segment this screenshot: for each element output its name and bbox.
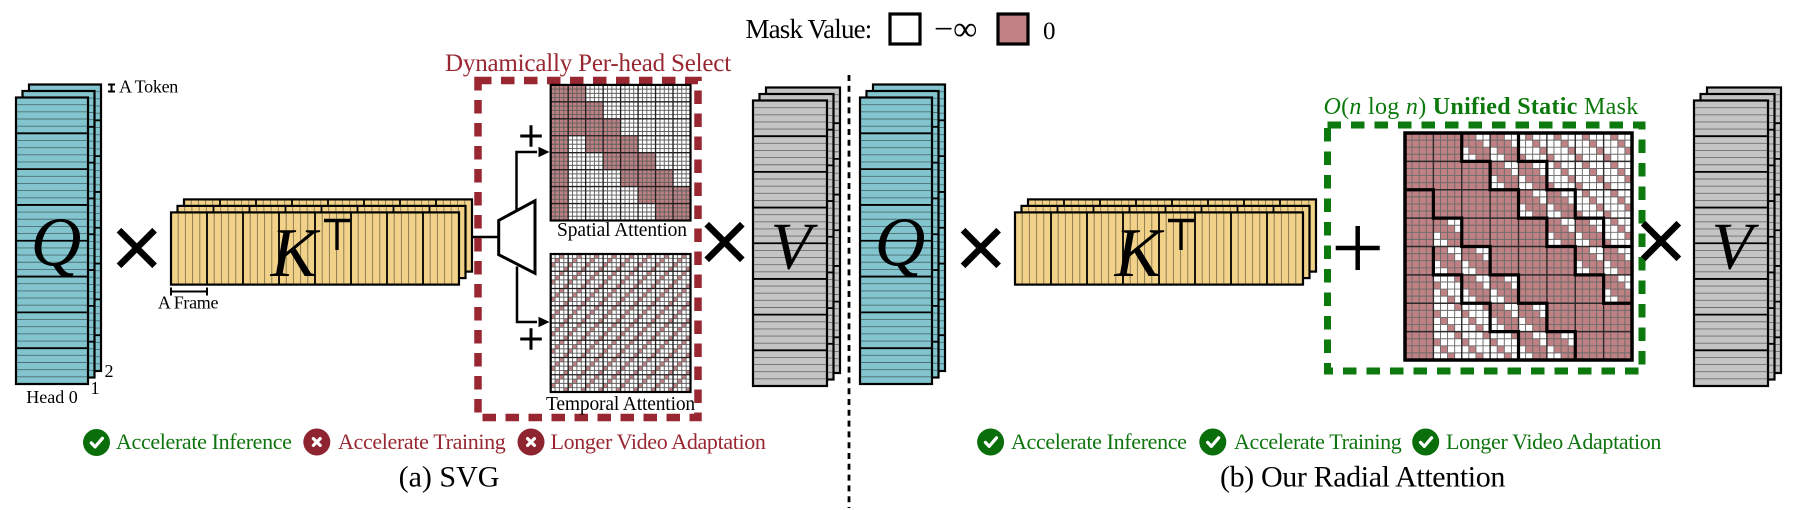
svg-text:Accelerate Training: Accelerate Training [1234, 429, 1402, 454]
svg-text:Accelerate Inference: Accelerate Inference [116, 429, 292, 454]
svg-text:1: 1 [91, 378, 100, 398]
svg-text:V: V [771, 210, 819, 284]
svg-text:Head 0: Head 0 [26, 387, 77, 407]
svg-text:2: 2 [105, 361, 114, 381]
svg-text:(a) SVG: (a) SVG [399, 461, 500, 494]
svg-text:A Frame: A Frame [158, 293, 219, 313]
svg-text:0: 0 [1043, 18, 1056, 45]
svg-text:Temporal Attention: Temporal Attention [546, 394, 695, 415]
svg-text:Q: Q [31, 205, 82, 282]
svg-text:(b) Our Radial Attention: (b) Our Radial Attention [1220, 461, 1505, 494]
svg-text:Longer Video Adaptation: Longer Video Adaptation [551, 429, 766, 454]
svg-text:Accelerate Inference: Accelerate Inference [1011, 429, 1187, 454]
svg-text:Accelerate Training: Accelerate Training [338, 429, 506, 454]
svg-text:Mask Value:: Mask Value: [746, 14, 872, 44]
svg-text:A Token: A Token [119, 77, 178, 97]
svg-text:Q: Q [875, 205, 926, 282]
svg-text:K: K [1114, 215, 1165, 292]
svg-text:K: K [270, 215, 321, 292]
svg-text:−∞: −∞ [934, 11, 977, 48]
svg-text:Spatial Attention: Spatial Attention [557, 220, 687, 241]
svg-text:Longer Video Adaptation: Longer Video Adaptation [1446, 429, 1661, 454]
svg-text:V: V [1712, 210, 1760, 284]
svg-text:Dynamically Per-head Select: Dynamically Per-head Select [445, 50, 731, 77]
svg-text:O(n log n) Unified Static Mask: O(n log n) Unified Static Mask [1323, 94, 1638, 120]
